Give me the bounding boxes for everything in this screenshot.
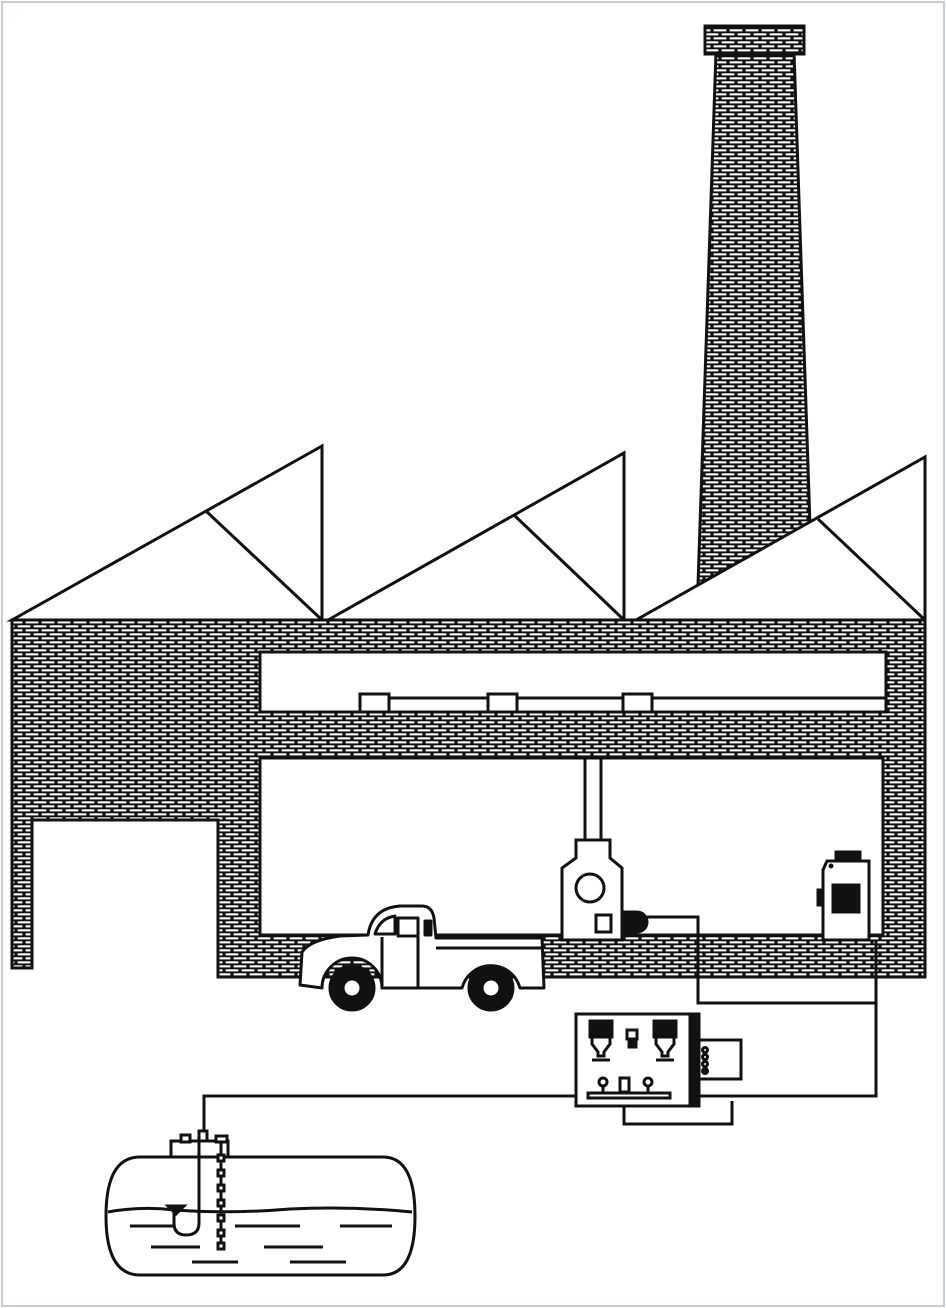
truck-side-window bbox=[398, 918, 418, 936]
chimney bbox=[698, 26, 812, 585]
dispenser-gauge bbox=[576, 874, 604, 902]
dispenser-window bbox=[596, 915, 611, 932]
cabinet-knob-left bbox=[599, 1078, 607, 1086]
chimney-shaft bbox=[698, 52, 812, 585]
tank-vent-port bbox=[199, 1131, 207, 1141]
generator-handle bbox=[818, 890, 823, 905]
tank-gauge-port bbox=[216, 1136, 227, 1142]
truck-mirror bbox=[425, 921, 431, 935]
tank-fill-port bbox=[181, 1135, 190, 1142]
generator-panel bbox=[833, 885, 859, 912]
cabinet-switch bbox=[620, 1078, 629, 1092]
cabinet-knob-right bbox=[644, 1078, 652, 1086]
overhead-box-1 bbox=[360, 694, 389, 712]
generator-unit bbox=[818, 852, 869, 940]
overhead-box-2 bbox=[488, 694, 517, 712]
cabinet-base-rail bbox=[588, 1093, 670, 1098]
vertical-flue-pipe bbox=[585, 758, 601, 840]
chimney-cap bbox=[705, 26, 804, 54]
cabinet-indicator bbox=[627, 1030, 637, 1039]
dispenser-nozzle bbox=[623, 912, 647, 932]
tank-shell bbox=[106, 1157, 415, 1275]
overhead-box-3 bbox=[623, 694, 652, 712]
